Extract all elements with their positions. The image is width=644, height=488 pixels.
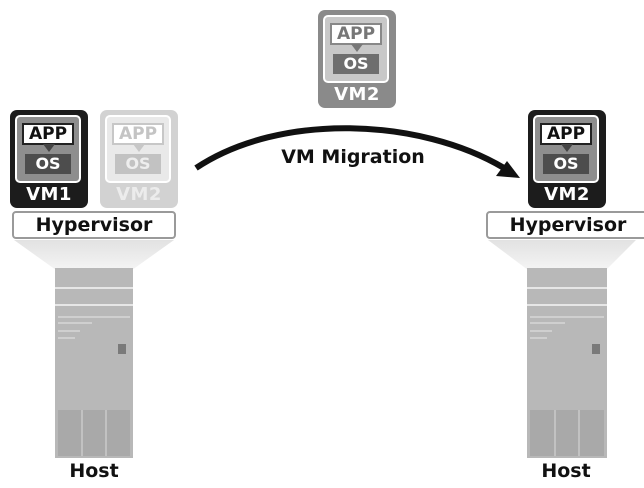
vm-name: VM2 [334, 84, 380, 105]
source-vm1-block: APP OS VM1 [10, 110, 88, 208]
destination-hypervisor-box: Hypervisor [486, 211, 644, 239]
source-host-label: Host [69, 460, 119, 482]
destination-host-label: Host [541, 460, 591, 482]
in-transit-vm2-block: APP OS VM2 [318, 10, 396, 108]
migration-label: VM Migration [281, 146, 425, 168]
down-arrow-icon [133, 144, 145, 152]
os-label: OS [25, 154, 71, 174]
down-arrow-icon [43, 144, 55, 152]
down-arrow-icon [351, 44, 363, 52]
destination-server-icon [488, 240, 636, 458]
down-arrow-icon [561, 144, 573, 152]
source-hypervisor-box: Hypervisor [12, 211, 176, 239]
os-label: OS [115, 154, 161, 174]
vm-name: VM2 [116, 184, 162, 205]
vm-name: VM1 [26, 184, 72, 205]
os-label: OS [543, 154, 589, 174]
source-server-icon [14, 240, 174, 458]
app-label: APP [540, 123, 592, 145]
source-vm2-ghost-block: APP OS VM2 [100, 110, 178, 208]
os-label: OS [333, 54, 379, 74]
migration-arrow-icon [194, 125, 520, 178]
vm-name: VM2 [544, 184, 590, 205]
destination-vm2-block: APP OS VM2 [528, 110, 606, 208]
